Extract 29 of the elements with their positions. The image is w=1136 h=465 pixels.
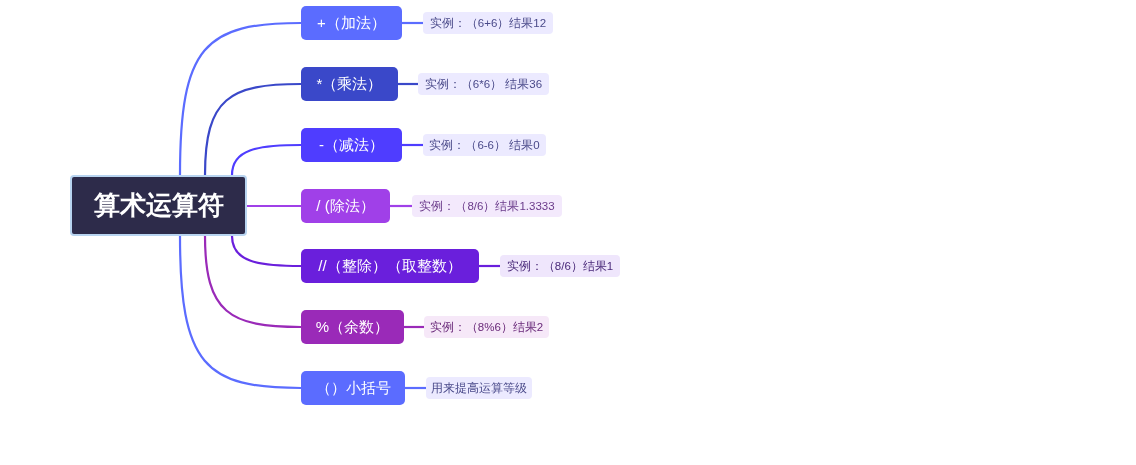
connector-line bbox=[404, 325, 424, 329]
topic-box: （）小括号 bbox=[301, 371, 405, 405]
topic-box: *（乘法） bbox=[301, 67, 398, 101]
example-box: 实例：（6-6） 结果0 bbox=[423, 134, 546, 156]
connector-line bbox=[402, 143, 423, 147]
example-box: 实例：（6+6）结果12 bbox=[423, 12, 553, 34]
connector-line bbox=[230, 235, 301, 268]
connector-line bbox=[230, 143, 301, 176]
connector-line bbox=[247, 204, 301, 208]
root-topic-box: 算术运算符 bbox=[70, 175, 247, 236]
connector-line bbox=[405, 386, 426, 390]
topic-box: +（加法） bbox=[301, 6, 402, 40]
topic-box: //（整除）（取整数） bbox=[301, 249, 479, 283]
example-box: 实例：（8/6）结果1.3333 bbox=[412, 195, 562, 217]
topic-box: -（减法） bbox=[301, 128, 402, 162]
example-box: 实例：（6*6） 结果36 bbox=[418, 73, 549, 95]
topic-box: %（余数） bbox=[301, 310, 404, 344]
example-box: 用来提高运算等级 bbox=[426, 377, 532, 399]
connector-line bbox=[402, 21, 423, 25]
connector-line bbox=[203, 82, 302, 176]
connector-line bbox=[479, 264, 500, 268]
connector-line bbox=[178, 236, 302, 390]
connector-line bbox=[390, 204, 412, 208]
topic-box: / (除法） bbox=[301, 189, 390, 223]
connector-line bbox=[203, 235, 302, 329]
connector-line bbox=[398, 82, 418, 86]
example-box: 实例：（8%6）结果2 bbox=[424, 316, 549, 338]
connector-line bbox=[178, 21, 302, 175]
example-box: 实例：（8/6）结果1 bbox=[500, 255, 620, 277]
